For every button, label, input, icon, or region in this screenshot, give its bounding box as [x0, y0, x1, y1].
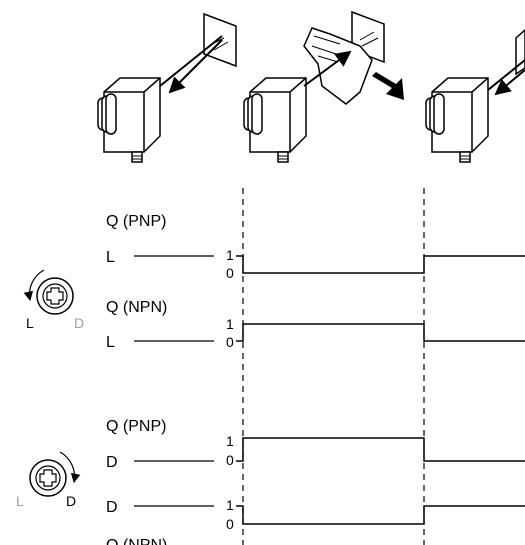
section-dark-on: Q (PNP) D 1 0 D 1 0 Q (NPN) L D [16, 418, 525, 545]
row-label: Q (PNP) [106, 213, 166, 230]
approach-arrow-icon [372, 72, 404, 100]
sensor-scene-1 [97, 12, 237, 163]
level-high-label: 1 [226, 497, 234, 513]
sensor-scene-2 [243, 10, 404, 163]
row-label: L [106, 334, 115, 351]
signal-waveform [236, 255, 525, 274]
row-label: D [106, 454, 118, 471]
row-label: L [106, 249, 115, 266]
knob-left-label: L [16, 493, 24, 509]
level-high-label: 1 [226, 316, 234, 332]
row-label: Q (NPN) [106, 299, 167, 316]
knob-right-label: D [74, 315, 84, 331]
sensor-scene-3 [425, 28, 525, 163]
level-low-label: 0 [226, 452, 234, 468]
row-label: Q (NPN) [106, 537, 167, 545]
row-label: Q (PNP) [106, 418, 166, 435]
reflector-plate-icon [203, 12, 237, 68]
signal-waveform [236, 437, 525, 462]
level-low-label: 0 [226, 334, 234, 350]
knob-left-label: L [26, 315, 34, 331]
level-high-label: 1 [226, 433, 234, 449]
photoelectric-sensor-icon [243, 77, 307, 163]
knob-right-label: D [66, 493, 76, 509]
photoelectric-sensor-icon [425, 77, 489, 163]
signal-waveform [236, 323, 525, 342]
signal-waveform [236, 505, 525, 525]
level-low-label: 0 [226, 516, 234, 532]
rotary-knob-icon [23, 269, 74, 315]
rotary-knob-icon [29, 451, 81, 497]
row-label: D [106, 499, 118, 516]
level-low-label: 0 [226, 265, 234, 281]
photoelectric-sensor-icon [97, 77, 161, 163]
level-high-label: 1 [226, 247, 234, 263]
section-light-on: Q (PNP) L 1 0 Q (NPN) L 1 0 L D [23, 213, 525, 351]
